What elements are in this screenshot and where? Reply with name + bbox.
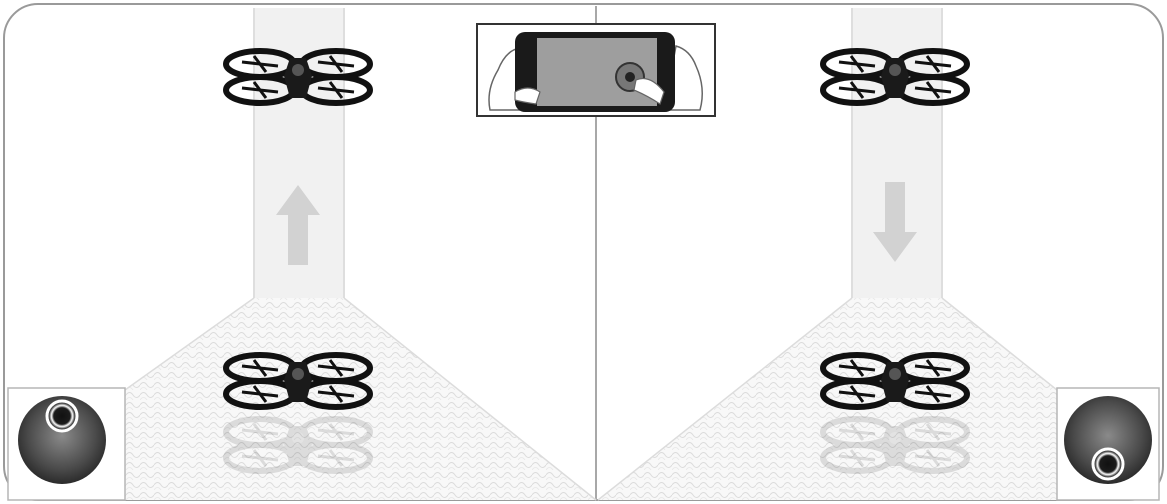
joystick-knob-icon [1093, 449, 1123, 479]
joystick-knob-icon [47, 401, 77, 431]
smartphone-in-hands-icon [477, 24, 715, 116]
